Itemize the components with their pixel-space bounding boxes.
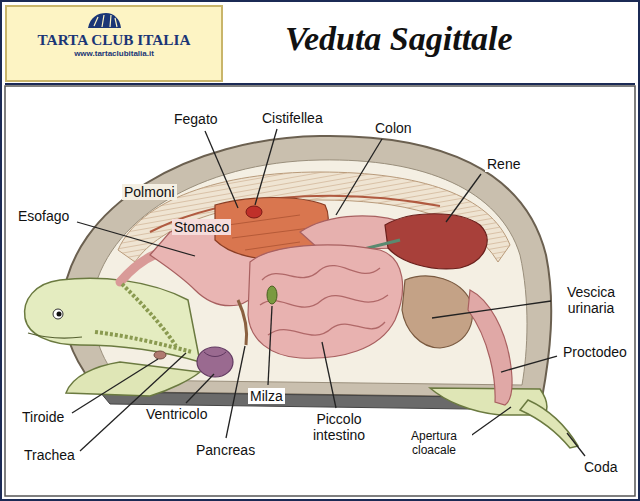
leader-line — [336, 139, 382, 215]
part-label: Polmoni — [122, 184, 177, 200]
bronchus — [122, 284, 176, 346]
leader-line — [186, 374, 214, 403]
logo-url: www.tartaclubitalia.it — [7, 49, 221, 58]
logo-box: TARTA CLUB ITALIAwww.tartaclubitalia.it — [5, 5, 223, 82]
part-label: Cistifellea — [260, 110, 325, 126]
part-label: Vescica urinaria — [556, 284, 626, 316]
part-label: Milza — [248, 388, 285, 404]
head-neck — [25, 278, 200, 362]
pancreas — [238, 300, 247, 345]
part-label: Pancreas — [194, 442, 257, 458]
drawing-frame — [5, 86, 635, 496]
leader-line — [226, 346, 245, 438]
spleen — [267, 286, 277, 304]
leader-line — [432, 301, 551, 318]
header-rule — [5, 83, 635, 85]
leader-line — [205, 131, 238, 208]
leader-line — [268, 306, 272, 385]
eye — [53, 309, 63, 319]
leader-line — [446, 174, 481, 222]
small-intestine — [248, 245, 403, 358]
leader-line — [255, 129, 277, 205]
heart-detail — [204, 352, 226, 357]
logo-shell — [88, 13, 121, 28]
part-label: Colon — [373, 120, 414, 136]
logo-shell-lines — [94, 15, 117, 27]
part-label: Stomaco — [172, 219, 231, 235]
part-label: Proctodeo — [561, 344, 629, 360]
part-label: Rene — [485, 156, 522, 172]
heart — [197, 347, 233, 377]
part-label: Piccolo intestino — [296, 411, 382, 443]
turtle-logo — [84, 11, 124, 31]
diagram-title: Veduta Sagittale — [285, 20, 513, 58]
part-label: Ventricolo — [144, 406, 209, 422]
part-label: Coda — [582, 459, 619, 475]
leader-line — [80, 353, 186, 451]
leader-line — [501, 356, 557, 372]
tail — [520, 400, 578, 448]
intestine-coils — [260, 266, 388, 336]
trachea-tube — [95, 332, 192, 352]
carapace — [62, 136, 551, 398]
leader-lines — [72, 129, 585, 456]
leader-line — [72, 359, 158, 413]
part-label: Fegato — [172, 111, 220, 127]
part-label: Tiroide — [20, 409, 66, 425]
logo-name: TARTA CLUB ITALIA — [7, 31, 221, 49]
front-leg — [66, 362, 200, 396]
leader-line — [469, 407, 511, 437]
part-label: Trachea — [22, 447, 77, 463]
part-label: Esofago — [16, 208, 71, 224]
bladder — [402, 276, 472, 348]
gallbladder — [246, 206, 262, 218]
body-cavity — [92, 160, 527, 385]
thyroid — [154, 351, 166, 359]
leader-line — [567, 433, 585, 456]
esophagus — [120, 254, 156, 282]
mouth — [28, 333, 82, 338]
part-label: Apertura cloacale — [396, 430, 472, 458]
pupil — [57, 312, 62, 317]
liver-texture — [228, 215, 310, 250]
leader-line — [322, 342, 336, 408]
